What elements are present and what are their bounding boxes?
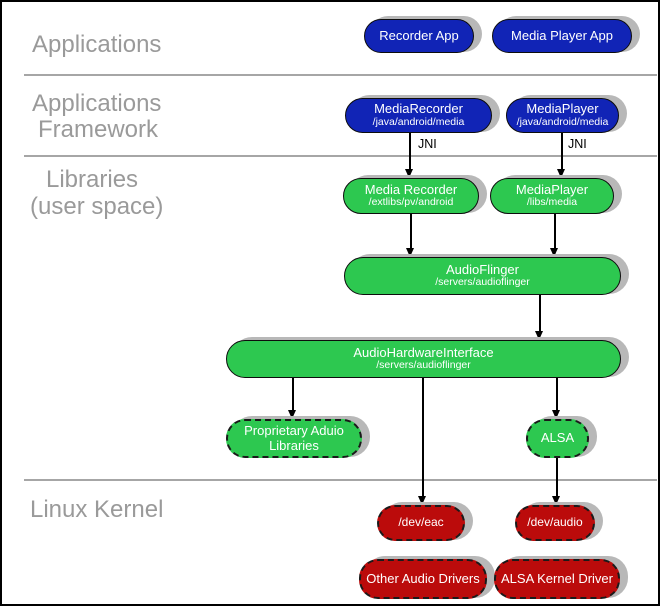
node-title: /dev/eac xyxy=(398,515,444,530)
layer-divider-kernel xyxy=(24,479,657,481)
connector-recorder-to-audioflinger-line xyxy=(410,214,412,248)
arrowhead-icon xyxy=(552,410,560,419)
node-media-player-app: Media Player App xyxy=(492,19,632,53)
arrowhead-icon xyxy=(406,248,414,257)
layer-label-libraries-line1: Libraries xyxy=(46,166,139,193)
node-title: MediaPlayer xyxy=(515,181,589,197)
node-mediaplayer-library: MediaPlayer /libs/media xyxy=(490,178,614,214)
node-title: Media Recorder xyxy=(364,181,458,197)
node-media-recorder-library: Media Recorder /extlibs/pv/android xyxy=(343,178,479,214)
connector-mediarecorder-jni-line xyxy=(409,133,411,169)
connector-alsa-to-dev-audio-line xyxy=(556,458,558,496)
node-path: /java/android/media xyxy=(516,115,609,128)
node-mediaplayer-framework: MediaPlayer /java/android/media xyxy=(506,98,619,133)
layer-divider-applications xyxy=(24,74,657,76)
jni-label-left: JNI xyxy=(418,137,437,151)
node-path: /extlibs/pv/android xyxy=(368,196,454,209)
arrowhead-icon xyxy=(557,169,565,178)
node-alsa: ALSA xyxy=(526,419,589,458)
layer-label-libraries-line2: (user space) xyxy=(30,193,164,220)
node-title: Proprietary Aduio Libraries xyxy=(244,422,344,453)
connector-ahi-to-dev-eac-line xyxy=(422,378,424,496)
node-other-audio-drivers: Other Audio Drivers xyxy=(359,559,487,599)
node-path: /servers/audioflinger xyxy=(435,276,530,289)
node-title: MediaPlayer xyxy=(526,101,599,117)
connector-ahi-to-alsa-line xyxy=(556,378,558,410)
node-title: ALSA Kernel Driver xyxy=(501,570,613,586)
arrowhead-icon xyxy=(552,496,560,505)
node-title: MediaRecorder xyxy=(374,101,463,117)
layer-label-applications: Applications xyxy=(32,31,162,58)
connector-ahi-to-proprietary-line xyxy=(292,378,294,410)
node-mediarecorder-framework: MediaRecorder /java/android/media xyxy=(345,98,492,133)
jni-label-right: JNI xyxy=(568,137,587,151)
node-dev-audio: /dev/audio xyxy=(515,505,595,541)
connector-mediaplayer-jni-line xyxy=(561,133,563,169)
layer-label-linux-kernel: Linux Kernel xyxy=(30,496,164,523)
node-title: Recorder App xyxy=(379,27,459,43)
connector-player-to-audioflinger-line xyxy=(554,214,556,248)
node-title: AudioFlinger xyxy=(446,261,519,277)
node-path: /servers/audioflinger xyxy=(376,359,471,372)
node-dev-eac: /dev/eac xyxy=(377,505,465,541)
layer-label-framework-line1: Applications xyxy=(32,90,162,117)
node-title: /dev/audio xyxy=(527,515,583,530)
arrowhead-icon xyxy=(288,410,296,419)
node-title: Media Player App xyxy=(511,27,613,43)
node-recorder-app: Recorder App xyxy=(364,19,474,53)
node-title: ALSA xyxy=(540,430,575,446)
arrowhead-icon xyxy=(535,331,543,340)
node-path: /java/android/media xyxy=(372,115,465,128)
node-proprietary-audio-libraries: Proprietary Aduio Libraries xyxy=(226,419,362,458)
connector-audioflinger-to-ahi-line xyxy=(539,295,541,331)
node-path: /libs/media xyxy=(526,196,578,209)
layer-divider-libraries xyxy=(24,155,657,157)
layer-label-framework-line2: Framework xyxy=(38,116,159,143)
arrowhead-icon xyxy=(550,248,558,257)
node-alsa-kernel-driver: ALSA Kernel Driver xyxy=(494,559,620,599)
node-audioflinger: AudioFlinger /servers/audioflinger xyxy=(344,257,621,295)
node-title: AudioHardwareInterface xyxy=(353,344,494,360)
arrowhead-icon xyxy=(405,169,413,178)
arrowhead-icon xyxy=(418,496,426,505)
node-audio-hardware-interface: AudioHardwareInterface /servers/audiofli… xyxy=(226,340,621,378)
node-title: Other Audio Drivers xyxy=(366,570,480,586)
